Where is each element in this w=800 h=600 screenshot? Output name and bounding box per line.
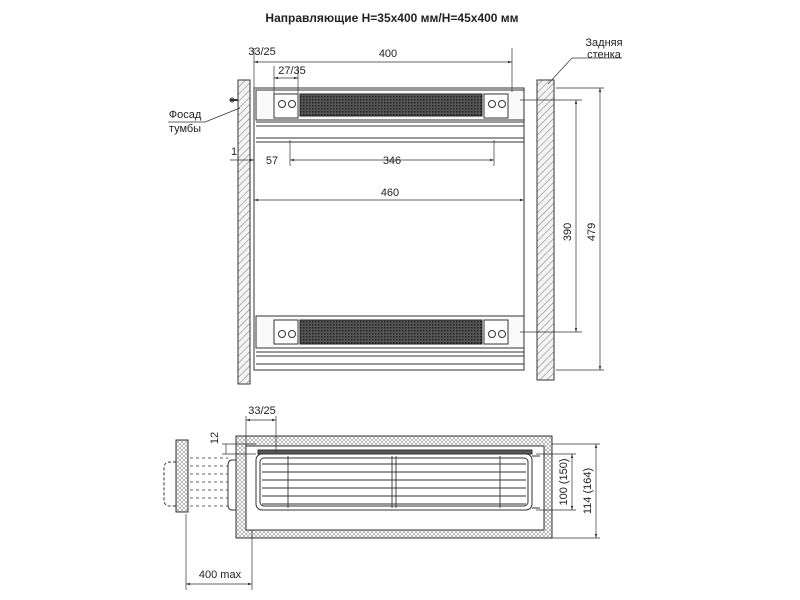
rear-wall: [536, 79, 555, 381]
bottom-rail-mesh: [299, 319, 483, 345]
dim-346: 346: [383, 155, 401, 167]
extended-position-dashes: [190, 457, 228, 507]
label-facade-1: Фосад: [169, 109, 202, 121]
drawer-handle: [227, 459, 236, 511]
top-rail-mesh: [299, 93, 483, 117]
label-rear-wall-2: стенка: [587, 49, 622, 61]
dim-114-164: 114 (164): [582, 468, 594, 514]
dim-57: 57: [266, 155, 278, 167]
dim-33-25-side: 33/25: [248, 405, 276, 417]
dim-400-max: 400 max: [199, 569, 242, 581]
dim-1: 1: [231, 146, 237, 158]
bottom-right-bracket: [483, 319, 509, 345]
dim-460: 460: [381, 187, 399, 199]
dim-390: 390: [562, 223, 574, 241]
drawing-title: Направляющие H=35x400 мм/H=45x400 мм: [265, 11, 518, 25]
dim-400: 400: [379, 48, 397, 60]
label-facade-2: тумбы: [169, 123, 201, 135]
side-facade: [175, 439, 189, 513]
bottom-left-bracket: [273, 319, 299, 345]
basket-frame: [255, 453, 533, 511]
dim-100-150: 100 (150): [558, 458, 570, 505]
top-view: [168, 48, 622, 385]
dim-33-25-top: 33/25: [248, 46, 276, 58]
facade-wall: [237, 79, 251, 385]
dim-27-35: 27/35: [278, 65, 306, 77]
drawer-frame: [253, 87, 525, 371]
basket-wires: [262, 456, 526, 508]
dim-479: 479: [586, 223, 598, 241]
label-rear-wall-1: Задняя: [585, 37, 622, 49]
extended-handle-ghost: [163, 461, 176, 507]
side-view: [163, 416, 600, 590]
top-right-bracket: [483, 93, 509, 119]
top-left-bracket: [273, 93, 299, 119]
dim-12: 12: [209, 432, 221, 444]
